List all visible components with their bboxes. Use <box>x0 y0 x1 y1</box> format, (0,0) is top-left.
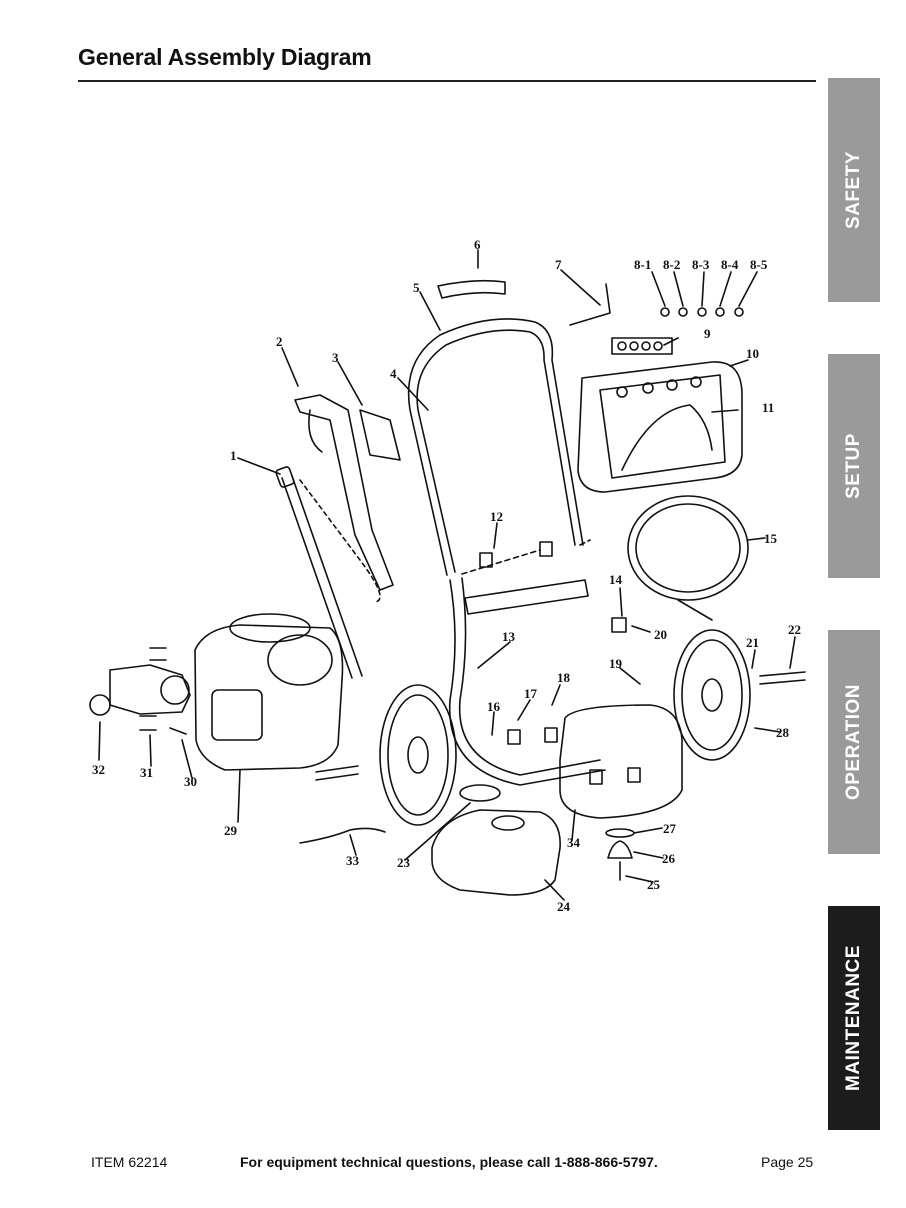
callout-33: 33 <box>346 853 360 868</box>
callout-22: 22 <box>788 622 801 637</box>
callout-8-1: 8-1 <box>634 257 651 272</box>
callout-23: 23 <box>397 855 411 870</box>
callout-6: 6 <box>474 237 481 252</box>
callout-25: 25 <box>647 877 661 892</box>
right-wheel <box>673 629 751 761</box>
spray-wand <box>281 475 363 679</box>
title-divider <box>78 80 816 82</box>
callout-5: 5 <box>413 280 420 295</box>
callout-4: 4 <box>390 366 397 381</box>
callout-16: 16 <box>487 699 501 714</box>
callout-18: 18 <box>557 670 571 685</box>
callout-17: 17 <box>524 686 538 701</box>
callout-10: 10 <box>746 346 759 361</box>
item-number: ITEM 62214 <box>91 1154 168 1170</box>
callout-29: 29 <box>224 823 238 838</box>
callout-8-2: 8-2 <box>663 257 680 272</box>
callout-19: 19 <box>609 656 623 671</box>
page-title: General Assembly Diagram <box>78 44 372 70</box>
tab-operation[interactable]: OPERATION <box>828 630 880 854</box>
tech-support-line: For equipment technical questions, pleas… <box>240 1154 658 1170</box>
tab-maintenance[interactable]: MAINTENANCE <box>828 906 880 1130</box>
high-pressure-hose <box>627 495 749 601</box>
callout-21: 21 <box>746 635 759 650</box>
callout-20: 20 <box>654 627 667 642</box>
callout-8-4: 8-4 <box>721 257 739 272</box>
callout-8-3: 8-3 <box>692 257 710 272</box>
callout-3: 3 <box>332 350 339 365</box>
pump <box>109 664 191 715</box>
callout-8-5: 8-5 <box>750 257 768 272</box>
callout-32: 32 <box>92 762 105 777</box>
engine <box>194 624 344 771</box>
callout-7: 7 <box>555 257 562 272</box>
spray-gun <box>294 394 394 591</box>
control-panel <box>577 361 743 493</box>
callout-14: 14 <box>609 572 623 587</box>
callout-13: 13 <box>502 629 516 644</box>
callout-27: 27 <box>663 821 677 836</box>
callout-15: 15 <box>764 531 778 546</box>
callout-24: 24 <box>557 899 571 914</box>
tab-safety[interactable]: SAFETY <box>828 78 880 302</box>
callout-9: 9 <box>704 326 711 341</box>
base-bracket <box>559 704 683 819</box>
callout-2: 2 <box>276 334 283 349</box>
callout-12: 12 <box>490 509 503 524</box>
fuel-tank <box>431 809 561 896</box>
page-number: Page 25 <box>761 1154 814 1170</box>
callout-11: 11 <box>762 400 774 415</box>
callout-26: 26 <box>662 851 676 866</box>
handle-grip <box>437 279 506 299</box>
callout-28: 28 <box>776 725 790 740</box>
left-wheel <box>379 684 457 826</box>
tab-setup[interactable]: SETUP <box>828 354 880 578</box>
callout-34: 34 <box>567 835 581 850</box>
callout-31: 31 <box>140 765 153 780</box>
callout-30: 30 <box>184 774 197 789</box>
callout-1: 1 <box>230 448 237 463</box>
handle-frame <box>407 318 584 576</box>
